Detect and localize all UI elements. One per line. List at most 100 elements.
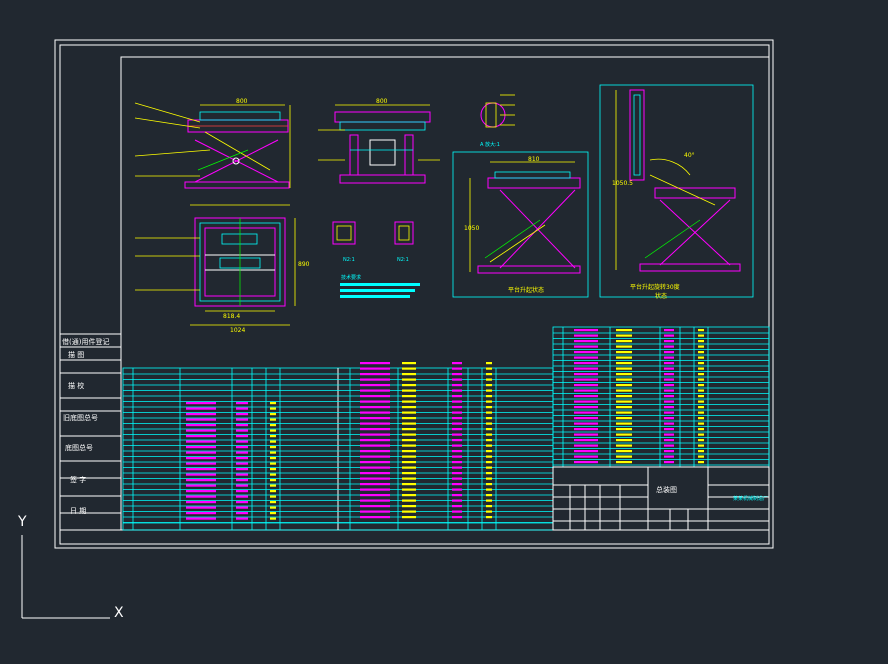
table-cell-fill [616, 422, 632, 425]
table-cell-fill [402, 428, 416, 431]
table-cell-fill [574, 433, 598, 436]
table-cell-fill [402, 384, 416, 387]
table-cell-fill [664, 351, 674, 354]
detail-views [332, 94, 515, 298]
table-cell-fill [402, 494, 416, 497]
table-cell-fill [360, 400, 390, 403]
strip-row-3: 旧底图总号 [63, 413, 98, 422]
table-cell-fill [360, 455, 390, 458]
table-cell-fill [270, 451, 276, 454]
table-cell-fill [698, 461, 704, 464]
table-cell-fill [452, 384, 462, 387]
table-cell-fill [402, 406, 416, 409]
table-cell-fill [574, 384, 598, 387]
table-cell-fill [698, 428, 704, 431]
table-cell-fill [452, 439, 462, 442]
table-cell-fill [270, 446, 276, 449]
notes-title: 技术要求 [341, 274, 361, 281]
table-cell-fill [402, 444, 416, 447]
table-cell-fill [486, 472, 492, 475]
strip-row-2: 描 校 [68, 381, 84, 390]
table-cell-fill [186, 517, 216, 520]
table-cell-fill [574, 373, 598, 376]
table-cell-fill [186, 429, 216, 432]
table-cell-fill [186, 501, 216, 504]
table-cell-fill [664, 334, 674, 337]
table-cell-fill [186, 424, 216, 427]
table-cell-fill [664, 450, 674, 453]
table-cell-fill [270, 435, 276, 438]
table-cell-fill [574, 389, 598, 392]
table-cell-fill [402, 516, 416, 519]
table-cell-fill [616, 406, 632, 409]
table-cell-fill [402, 455, 416, 458]
table-cell-fill [236, 413, 248, 416]
table-cell-fill [402, 378, 416, 381]
table-cell-fill [236, 501, 248, 504]
table-cell-fill [236, 490, 248, 493]
table-cell-fill [698, 384, 704, 387]
table-cell-fill [236, 517, 248, 520]
table-cell-fill [616, 461, 632, 464]
table-cell-fill [664, 417, 674, 420]
table-cell-fill [360, 461, 390, 464]
table-cell-fill [486, 384, 492, 387]
table-cell-fill [402, 488, 416, 491]
table-cell-fill [616, 362, 632, 365]
table-cell-fill [486, 362, 492, 365]
table-cell-fill [360, 510, 390, 513]
table-cell-fill [186, 473, 216, 476]
title-block-company: 某某机械制造厂 [733, 495, 768, 502]
table-cell-fill [236, 407, 248, 410]
table-cell-fill [452, 406, 462, 409]
table-cell-fill [186, 506, 216, 509]
axis-x-label: X [114, 605, 124, 621]
table-cell-fill [360, 433, 390, 436]
detail-b2-label: N2:1 [397, 257, 409, 263]
table-cell-fill [270, 512, 276, 515]
table-cell-fill [616, 351, 632, 354]
table-cell-fill [186, 490, 216, 493]
table-cell-fill [402, 400, 416, 403]
table-cell-fill [486, 444, 492, 447]
table-cell-fill [452, 483, 462, 486]
table-cell-fill [402, 411, 416, 414]
table-cell-fill [486, 483, 492, 486]
table-cell-fill [236, 512, 248, 515]
table-cell-fill [186, 457, 216, 460]
table-cell-fill [486, 455, 492, 458]
table-cell-fill [698, 345, 704, 348]
table-cell-fill [452, 422, 462, 425]
table-cell-fill [664, 329, 674, 332]
table-cell-fill [616, 340, 632, 343]
table-cell-fill [664, 340, 674, 343]
table-cell-fill [574, 461, 598, 464]
front-view-lift [318, 104, 440, 184]
table-cell-fill [574, 444, 598, 447]
table-cell-fill [186, 479, 216, 482]
table-cell-fill [664, 461, 674, 464]
table-cell-fill [574, 450, 598, 453]
table-cell-fill [664, 406, 674, 409]
table-cell-fill [360, 494, 390, 497]
table-cell-fill [402, 461, 416, 464]
table-cell-fill [698, 395, 704, 398]
table-cell-fill [574, 367, 598, 370]
table-cell-fill [452, 510, 462, 513]
table-cell-fill [698, 362, 704, 365]
table-cell-fill [664, 411, 674, 414]
table-cell-fill [698, 406, 704, 409]
table-cell-fill [452, 466, 462, 469]
table-cell-fill [664, 356, 674, 359]
table-cell-fill [360, 367, 390, 370]
table-cell-fill [616, 389, 632, 392]
table-cell-fill [452, 444, 462, 447]
table-cell-fill [186, 446, 216, 449]
table-cell-fill [270, 457, 276, 460]
table-cell-fill [698, 356, 704, 359]
table-cell-fill [664, 367, 674, 370]
table-cell-fill [486, 510, 492, 513]
table-cell-fill [698, 334, 704, 337]
dim-state1-width: 810 [528, 156, 540, 163]
